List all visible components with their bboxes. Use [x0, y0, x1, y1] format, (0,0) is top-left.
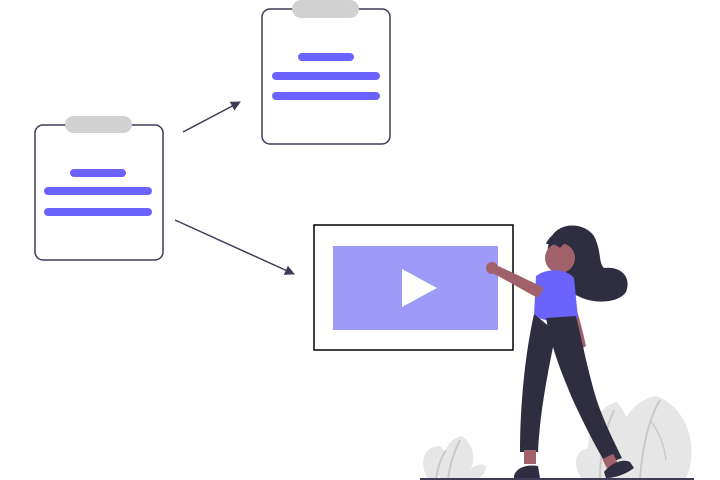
clipboard-text-line	[70, 169, 126, 177]
plant-left	[423, 436, 486, 480]
clipboard-text-line	[44, 208, 152, 216]
pants-left-leg	[520, 314, 556, 452]
arrow-to-clipboard	[182, 101, 241, 133]
head	[545, 243, 575, 273]
pointing-arm	[494, 266, 544, 298]
hair-top	[546, 230, 584, 248]
clipboard-target	[261, 0, 391, 145]
shoe	[514, 465, 540, 478]
clipboard-source	[34, 116, 164, 261]
hand	[486, 262, 498, 274]
shoe	[604, 460, 634, 478]
clipboard-clip	[292, 0, 359, 18]
shirt	[534, 270, 578, 322]
woman-figure	[486, 225, 634, 478]
video-player	[313, 224, 514, 351]
clipboard-text-line	[44, 187, 152, 195]
clipboard-text-line	[272, 92, 380, 100]
arrow-to-video	[174, 219, 295, 275]
clipboard-clip	[65, 116, 132, 133]
clipboard-text-line	[298, 53, 354, 61]
play-icon	[402, 269, 437, 307]
ankle	[524, 450, 536, 464]
pants-right-leg	[546, 316, 622, 464]
clipboard-text-line	[272, 72, 380, 80]
